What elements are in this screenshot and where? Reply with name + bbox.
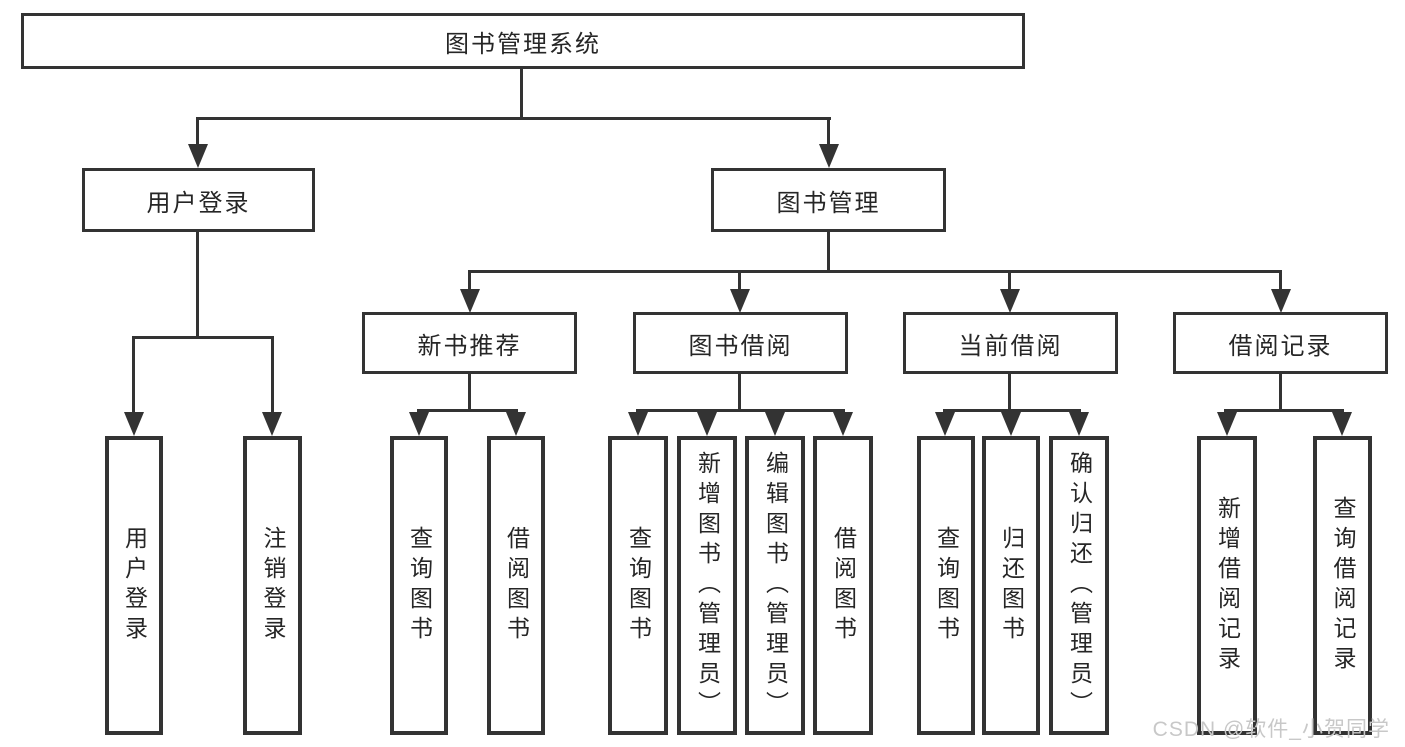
leaf-label: 新增图书（管理员）	[694, 450, 721, 721]
arrow-down-icon	[935, 412, 955, 436]
leaf-label: 编辑图书（管理员）	[762, 450, 789, 721]
leaf-logout-login: 注销登录	[243, 436, 302, 735]
leaf-query-borrow-record: 查询借阅记录	[1313, 436, 1372, 735]
arrow-down-icon	[262, 412, 282, 436]
node-borrowing-records: 借阅记录	[1173, 312, 1388, 374]
leaf-label: 查询图书	[406, 525, 433, 646]
leaf-label: 查询图书	[625, 525, 652, 646]
leaf-query-books-borrow: 查询图书	[608, 436, 668, 735]
connector-line	[196, 117, 199, 146]
arrow-down-icon	[765, 412, 785, 436]
connector-line	[132, 336, 274, 339]
watermark-text: CSDN @软件_小贺同学	[1152, 718, 1390, 741]
leaf-label: 借阅图书	[503, 525, 530, 646]
connector-line	[943, 409, 1081, 412]
leaf-label: 用户登录	[121, 525, 148, 646]
arrow-down-icon	[833, 412, 853, 436]
leaf-user-login: 用户登录	[105, 436, 163, 735]
leaf-label: 查询图书	[933, 525, 960, 646]
connector-line	[196, 232, 199, 339]
leaf-label: 新增借阅记录	[1214, 495, 1241, 676]
connector-line	[271, 336, 274, 414]
connector-line	[636, 409, 845, 412]
node-library-management-system: 图书管理系统	[21, 13, 1025, 69]
arrow-down-icon	[1271, 289, 1291, 313]
connector-line	[417, 409, 518, 412]
leaf-query-books-recommend: 查询图书	[390, 436, 448, 735]
connector-line	[196, 117, 831, 120]
connector-line	[468, 374, 471, 412]
arrow-down-icon	[1001, 412, 1021, 436]
node-book-borrowing: 图书借阅	[633, 312, 848, 374]
arrow-down-icon	[819, 144, 839, 168]
connector-line	[738, 270, 741, 291]
arrow-down-icon	[628, 412, 648, 436]
leaf-label: 确认归还（管理员）	[1066, 450, 1093, 721]
arrow-down-icon	[730, 289, 750, 313]
leaf-add-books-admin: 新增图书（管理员）	[677, 436, 737, 735]
arrow-down-icon	[506, 412, 526, 436]
node-book-management: 图书管理	[711, 168, 946, 232]
leaf-return-books: 归还图书	[982, 436, 1040, 735]
leaf-label: 借阅图书	[830, 525, 857, 646]
connector-line	[827, 117, 830, 146]
leaf-edit-books-admin: 编辑图书（管理员）	[745, 436, 805, 735]
arrow-down-icon	[188, 144, 208, 168]
leaf-label: 注销登录	[260, 525, 286, 646]
connector-line	[468, 270, 1282, 273]
arrow-down-icon	[1069, 412, 1089, 436]
leaf-query-books-current: 查询图书	[917, 436, 975, 735]
arrow-down-icon	[409, 412, 429, 436]
leaf-label: 归还图书	[998, 525, 1025, 646]
node-current-borrowing: 当前借阅	[903, 312, 1118, 374]
leaf-label: 查询借阅记录	[1330, 495, 1356, 676]
node-new-book-recommendation: 新书推荐	[362, 312, 577, 374]
connector-line	[1279, 374, 1282, 412]
leaf-borrow-books: 借阅图书	[813, 436, 873, 735]
connector-line	[1008, 270, 1011, 291]
arrow-down-icon	[1332, 412, 1352, 436]
connector-line	[827, 232, 830, 273]
leaf-add-borrow-record: 新增借阅记录	[1197, 436, 1257, 735]
connector-line	[738, 374, 741, 412]
arrow-down-icon	[124, 412, 144, 436]
leaf-confirm-return-admin: 确认归还（管理员）	[1049, 436, 1109, 735]
connector-line	[468, 270, 471, 291]
arrow-down-icon	[1217, 412, 1237, 436]
connector-line	[1279, 270, 1282, 291]
connector-line	[1008, 374, 1011, 412]
connector-line	[132, 336, 135, 414]
connector-line	[520, 69, 523, 120]
arrow-down-icon	[460, 289, 480, 313]
connector-line	[1224, 409, 1344, 412]
arrow-down-icon	[697, 412, 717, 436]
node-user-login: 用户登录	[82, 168, 315, 232]
leaf-borrow-books-recommend: 借阅图书	[487, 436, 545, 735]
arrow-down-icon	[1000, 289, 1020, 313]
